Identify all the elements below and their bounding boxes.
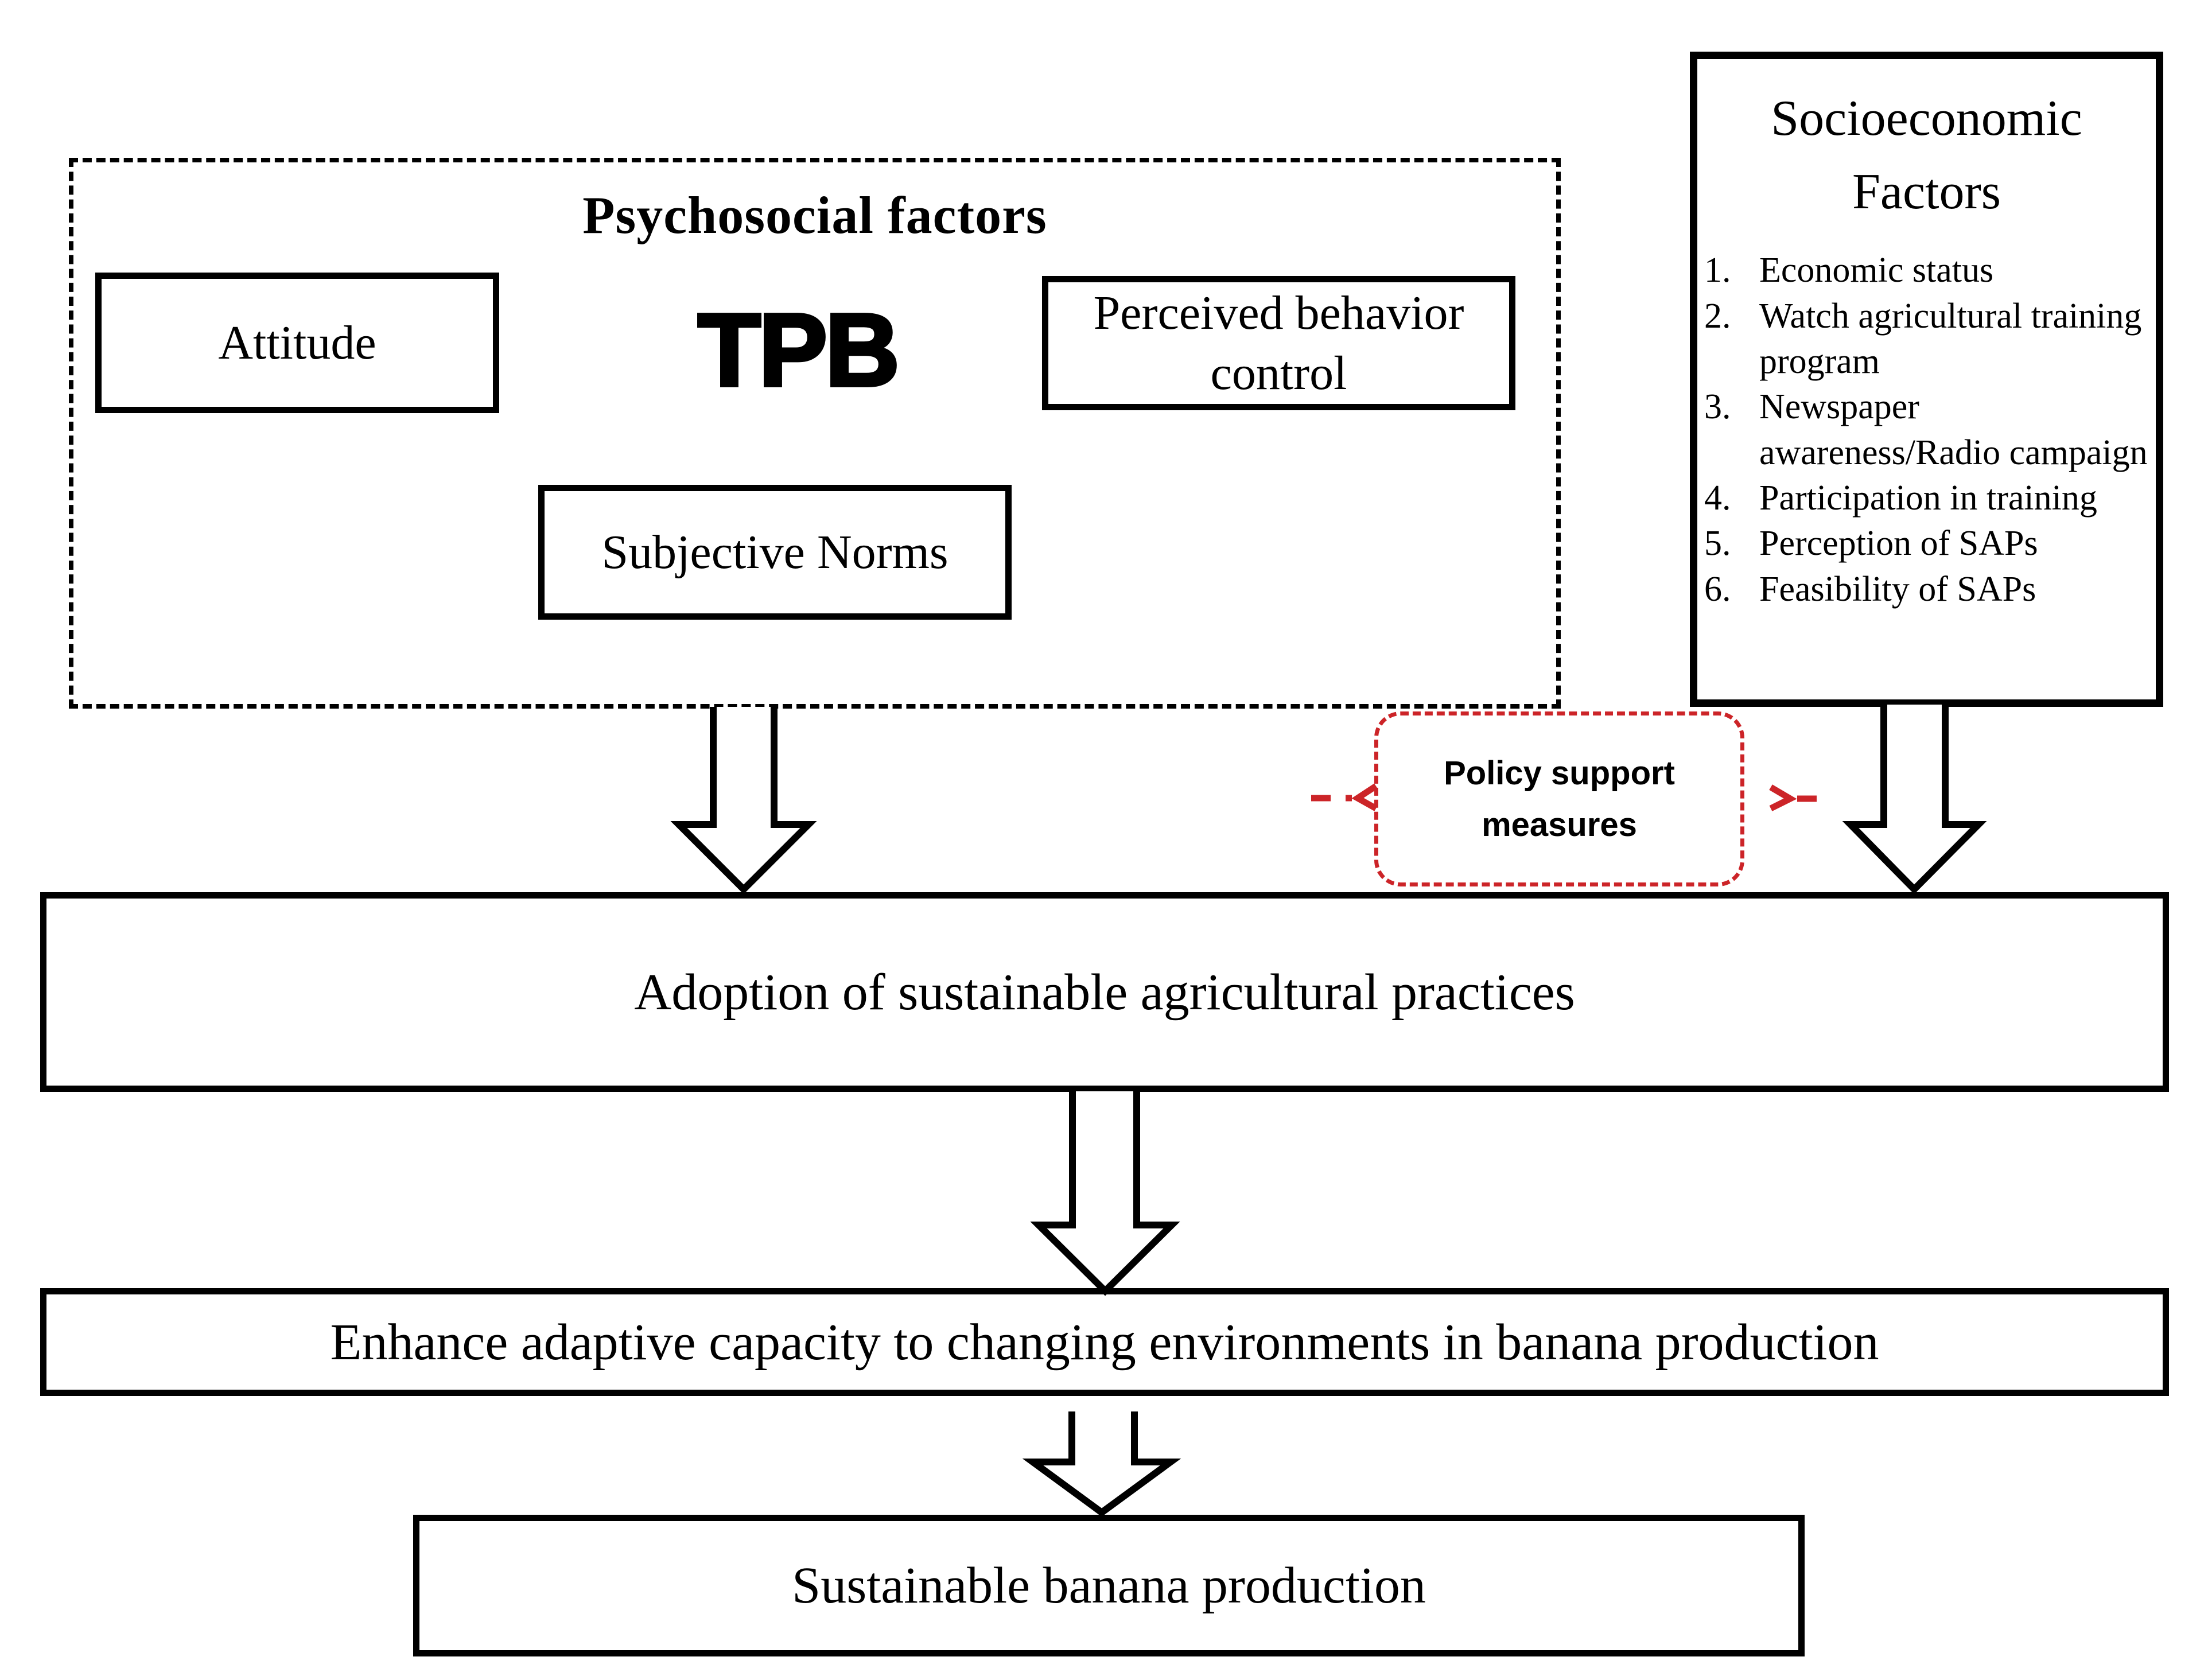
- list-item-text: Participation in training: [1759, 478, 2097, 518]
- list-item-number: 1.: [1704, 251, 1731, 290]
- subjective-norms-label: Subjective Norms: [601, 526, 948, 579]
- perceived-behavior-control-box: Perceived behavior control: [1042, 276, 1515, 410]
- list-item-number: 2.: [1704, 296, 1731, 336]
- list-item: 4. Participation in training: [1704, 476, 2163, 521]
- list-item-text: Newspaper awareness/Radio campaign: [1759, 387, 2148, 472]
- list-item-text: Watch agricultural training program: [1759, 296, 2142, 381]
- list-item: 2. Watch agricultural training program: [1704, 294, 2163, 385]
- list-item: 6. Feasibility of SAPs: [1704, 567, 2163, 612]
- enhance-capacity-label: Enhance adaptive capacity to changing en…: [330, 1313, 1879, 1371]
- psychosocial-factors-title-text: Psychosocial factors: [582, 186, 1047, 244]
- subjective-norms-box: Subjective Norms: [538, 485, 1012, 620]
- list-item: 3. Newspaper awareness/Radio campaign: [1704, 384, 2163, 476]
- adoption-label: Adoption of sustainable agricultural pra…: [634, 963, 1575, 1021]
- socioeconomic-factors-box: Socioeconomic Factors 1. Economic status…: [1690, 52, 2163, 707]
- list-item-number: 6.: [1704, 569, 1731, 609]
- arrow-socioeconomic-to-adoption: [1842, 705, 1987, 895]
- socioeconomic-title-line1: Socioeconomic: [1771, 91, 2082, 146]
- arrow-psychosocial-to-adoption: [670, 707, 817, 895]
- adoption-box: Adoption of sustainable agricultural pra…: [40, 892, 2169, 1092]
- policy-label-line1: Policy support: [1444, 754, 1675, 792]
- attitude-box: Attitude: [95, 273, 499, 413]
- list-item-number: 3.: [1704, 387, 1731, 427]
- sustainable-production-box: Sustainable banana production: [413, 1515, 1805, 1656]
- list-item-text: Feasibility of SAPs: [1759, 569, 2036, 609]
- psychosocial-factors-title: Psychosocial factors: [241, 178, 1389, 252]
- socioeconomic-title-line2: Factors: [1852, 164, 2001, 220]
- tpb-text: TPB: [696, 291, 901, 410]
- socioeconomic-list: 1. Economic status 2. Watch agricultural…: [1677, 248, 2176, 612]
- enhance-capacity-box: Enhance adaptive capacity to changing en…: [40, 1288, 2169, 1396]
- list-item: 5. Perception of SAPs: [1704, 521, 2163, 566]
- sustainable-production-label: Sustainable banana production: [792, 1557, 1426, 1614]
- psychosocial-factors-box: [69, 158, 1561, 709]
- perceived-behavior-control-label: Perceived behavior control: [1093, 286, 1464, 400]
- list-item-text: Perception of SAPs: [1759, 524, 2038, 563]
- list-item: 1. Economic status: [1704, 248, 2163, 293]
- policy-support-measures-label: Policy support measures: [1444, 748, 1675, 851]
- tpb-label: TPB: [648, 287, 947, 413]
- policy-connector-left-chevron: [1351, 783, 1378, 811]
- attitude-label: Attitude: [218, 316, 376, 370]
- socioeconomic-title: Socioeconomic Factors: [1771, 82, 2082, 228]
- list-item-number: 5.: [1704, 524, 1731, 563]
- list-item-text: Economic status: [1759, 251, 1994, 290]
- arrow-enhance-to-sustainable: [1022, 1411, 1181, 1517]
- policy-support-measures-box: Policy support measures: [1374, 711, 1744, 886]
- policy-connector-right-chevron: [1769, 784, 1797, 811]
- list-item-number: 4.: [1704, 478, 1731, 518]
- policy-label-line2: measures: [1482, 806, 1637, 843]
- arrow-adoption-to-enhance: [1030, 1091, 1180, 1296]
